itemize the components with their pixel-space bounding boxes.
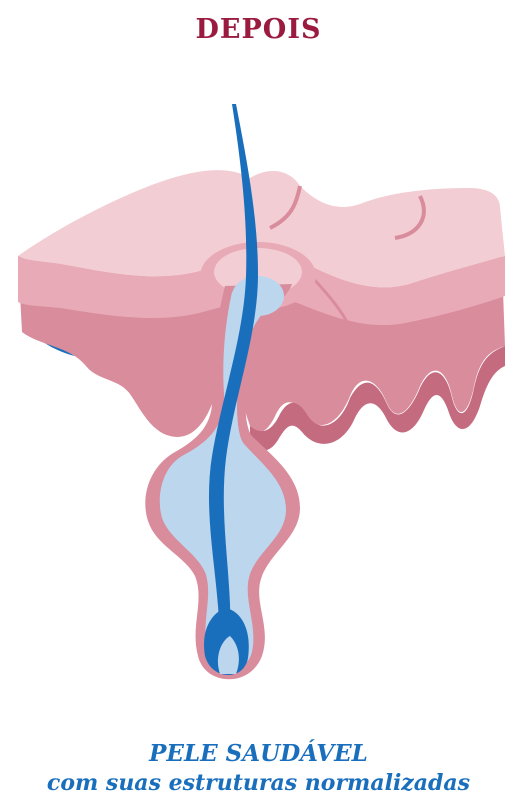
- skin-cross-section-illustration: [0, 96, 517, 696]
- oil-droplet: [232, 276, 284, 316]
- caption-subtitle: com suas estruturas normalizadas: [0, 770, 517, 796]
- page-title: DEPOIS: [0, 14, 517, 45]
- caption-title: PELE SAUDÁVEL: [0, 740, 517, 767]
